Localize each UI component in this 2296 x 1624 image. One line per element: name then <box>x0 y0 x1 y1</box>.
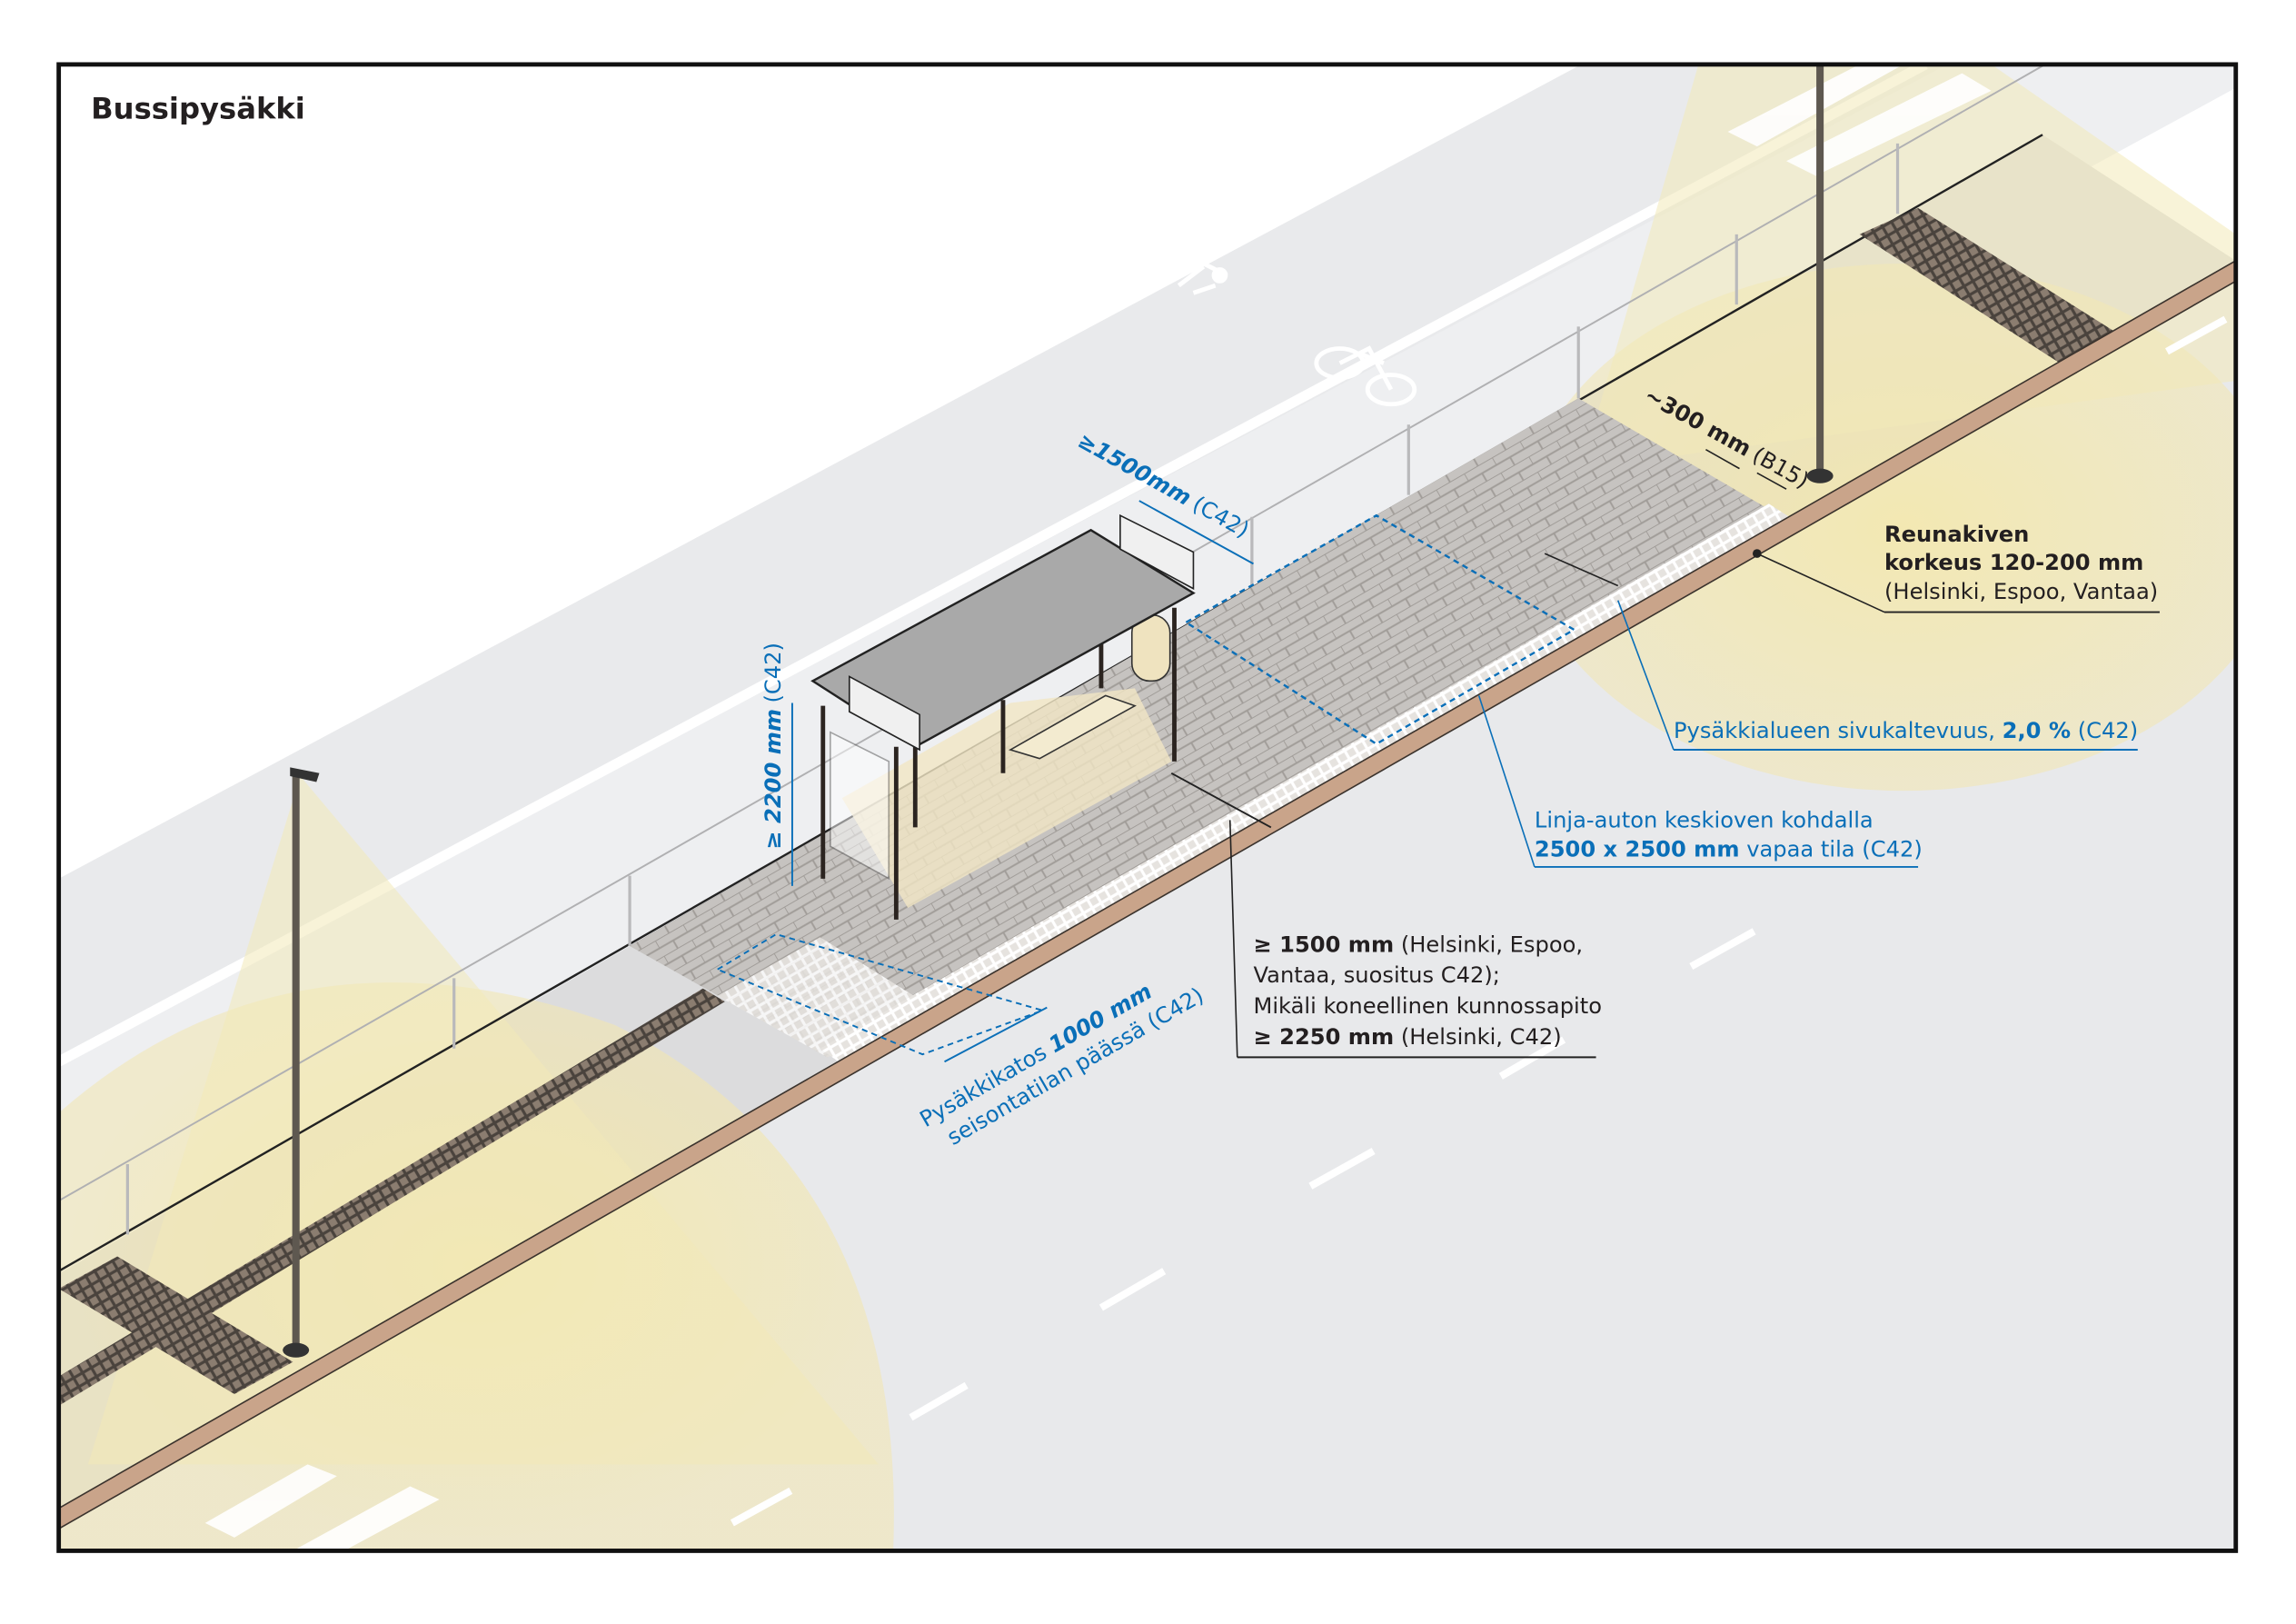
shelter-end-space-outline <box>715 933 1046 1056</box>
free-space-outline <box>1184 513 1576 745</box>
svg-text:Vantaa, suositus C42);: Vantaa, suositus C42); <box>1254 962 1500 988</box>
svg-text:≥ 1500 mm (Helsinki, Espoo,: ≥ 1500 mm (Helsinki, Espoo, <box>1254 932 1584 957</box>
platform-width-callout: ≥ 1500 mm (Helsinki, Espoo, Vantaa, suos… <box>1254 932 1602 1050</box>
dimension-lines <box>790 448 2160 1063</box>
lamp-beam-left <box>87 776 880 1465</box>
tactile-warning-left <box>58 1256 293 1395</box>
svg-text:≥ 2250 mm (Helsinki, C42): ≥ 2250 mm (Helsinki, C42) <box>1254 1024 1562 1050</box>
svg-text:Mikäli koneellinen kunnossapit: Mikäli koneellinen kunnossapito <box>1254 993 1602 1019</box>
free-space-callout: Linja-auton keskioven kohdalla 2500 x 25… <box>1535 807 1923 862</box>
curb <box>58 259 2236 1530</box>
page-title: Bussipysäkki <box>91 92 305 126</box>
bus-shelter-icon <box>810 513 1196 920</box>
shelter-height-label: ≥ 2200 mm(C42) <box>760 643 786 850</box>
frame <box>56 62 2239 1553</box>
lane-markings <box>730 315 2228 1527</box>
pedestrian-icon <box>1156 234 1228 295</box>
svg-text:korkeus 120-200 mm: korkeus 120-200 mm <box>1884 550 2143 575</box>
svg-text:2500 x 2500 mm vapaa tila (C42: 2500 x 2500 mm vapaa tila (C42) <box>1535 837 1923 862</box>
tactile-warning-right <box>1859 207 2123 366</box>
tactile-guide-path-left <box>58 988 725 1406</box>
svg-text:Linja-auton keskioven kohdalla: Linja-auton keskioven kohdalla <box>1535 807 1874 832</box>
svg-text:Reunakiven: Reunakiven <box>1884 522 2029 547</box>
svg-text:(Helsinki, Espoo, Vantaa): (Helsinki, Espoo, Vantaa) <box>1884 579 2158 604</box>
street-lamp-icon <box>283 64 1834 1358</box>
tactile-edge-strip <box>820 503 1790 1063</box>
bicycle-icon <box>1314 345 1417 407</box>
slope-callout: Pysäkkialueen sivukaltevuus, 2,0 % (C42) <box>1674 718 2138 743</box>
crosswalk <box>204 64 1992 1551</box>
curb-height-callout: Reunakiven korkeus 120-200 mm (Helsinki,… <box>1884 522 2158 604</box>
tactile-warning-area <box>717 937 938 1058</box>
